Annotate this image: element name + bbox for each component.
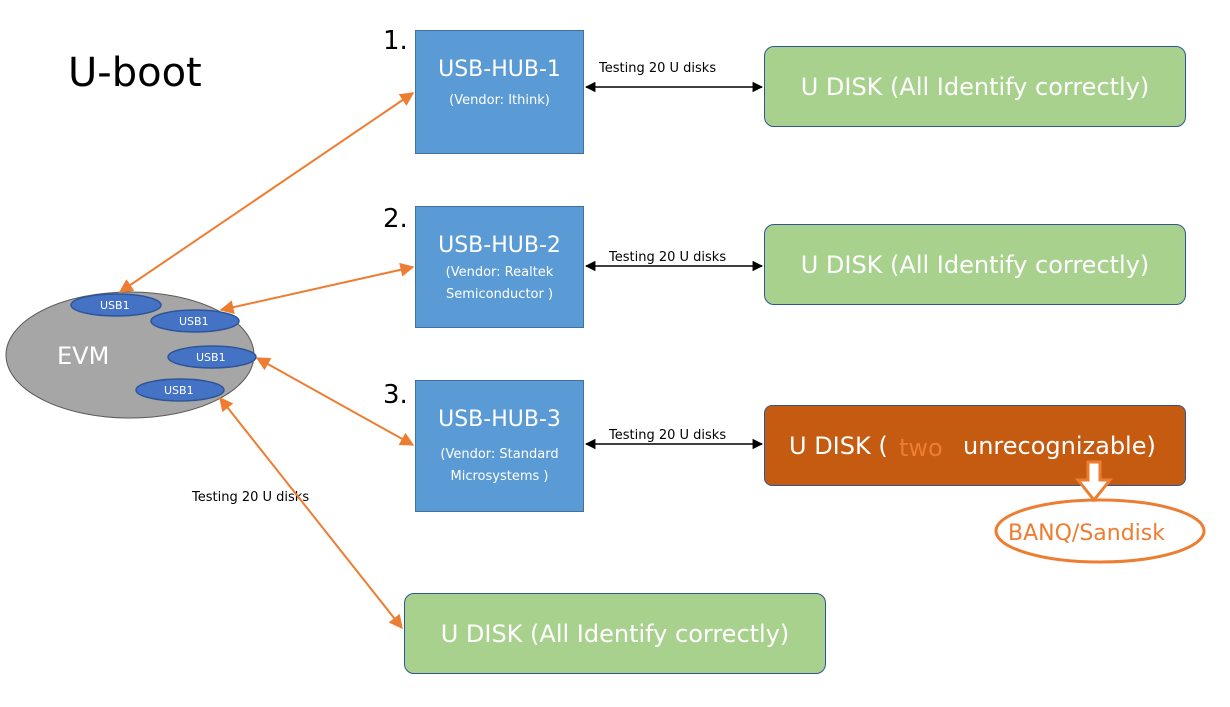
udisk-3-suffix: unrecognizable)	[963, 432, 1156, 460]
usb-port-1-label: USB1	[100, 299, 130, 312]
usb-hub-1-vendor: (Vendor: Ithink)	[416, 90, 583, 112]
usb-hub-2-vendor-line1: (Vendor: Realtek	[445, 265, 554, 280]
udisk-2-box: U DISK (All Identify correctly)	[764, 224, 1186, 305]
udisk-3-box: U DISK ( two unrecognizable)	[764, 405, 1186, 486]
udisk-direct-box: U DISK (All Identify correctly)	[404, 593, 826, 674]
arrow-evm-hub3	[255, 357, 415, 446]
callout-ellipse	[994, 498, 1206, 564]
usb-hub-1-vendor-line1: (Vendor: Ithink)	[449, 93, 550, 108]
callout-text: BANQ/Sandisk	[1008, 521, 1165, 546]
usb-hub-2-name: USB-HUB-2	[438, 233, 561, 258]
hub-1-number: 1.	[383, 26, 408, 56]
udisk-direct-text: U DISK (All Identify correctly)	[440, 619, 790, 648]
udisk-1-box: U DISK (All Identify correctly)	[764, 46, 1186, 127]
usb-hub-3-vendor: (Vendor: Standard Microsystems )	[416, 444, 583, 488]
usb-port-3: USB1	[167, 345, 257, 369]
usb-port-4: USB1	[135, 378, 225, 402]
usb-hub-1-name: USB-HUB-1	[438, 57, 561, 82]
udisk-3-highlight: two	[899, 434, 943, 462]
down-arrow-icon	[1074, 460, 1114, 503]
usb-hub-3-vendor-line2: Microsystems )	[450, 469, 549, 484]
usb-port-2: USB1	[150, 309, 240, 333]
usb-hub-3-name: USB-HUB-3	[438, 407, 561, 432]
udisk-1-text: U DISK (All Identify correctly)	[800, 72, 1150, 101]
usb-hub-2-vendor-line2: Semiconductor )	[445, 287, 554, 302]
page-title: U-boot	[68, 50, 202, 96]
link-label-hub1: Testing 20 U disks	[599, 61, 717, 76]
udisk-2-text: U DISK (All Identify correctly)	[800, 250, 1150, 279]
usb-hub-1-box: USB-HUB-1 (Vendor: Ithink)	[415, 30, 584, 154]
usb-port-4-label: USB1	[164, 384, 194, 397]
arrow-evm-udisk	[219, 396, 403, 630]
arrow-evm-hub1	[118, 92, 415, 293]
usb-hub-2-box: USB-HUB-2 (Vendor: Realtek Semiconductor…	[415, 206, 584, 328]
usb-hub-3-vendor-line1: (Vendor: Standard	[440, 447, 559, 462]
arrow-evm-hub2	[219, 262, 415, 315]
usb-port-2-label: USB1	[179, 315, 209, 328]
usb-port-3-label: USB1	[196, 351, 226, 364]
usb-port-1: USB1	[70, 293, 162, 317]
usb-hub-3-box: USB-HUB-3 (Vendor: Standard Microsystems…	[415, 380, 584, 512]
udisk-3-prefix: U DISK (	[789, 432, 888, 460]
evm-label: EVM	[57, 342, 109, 370]
usb-hub-2-vendor: (Vendor: Realtek Semiconductor )	[416, 262, 583, 306]
